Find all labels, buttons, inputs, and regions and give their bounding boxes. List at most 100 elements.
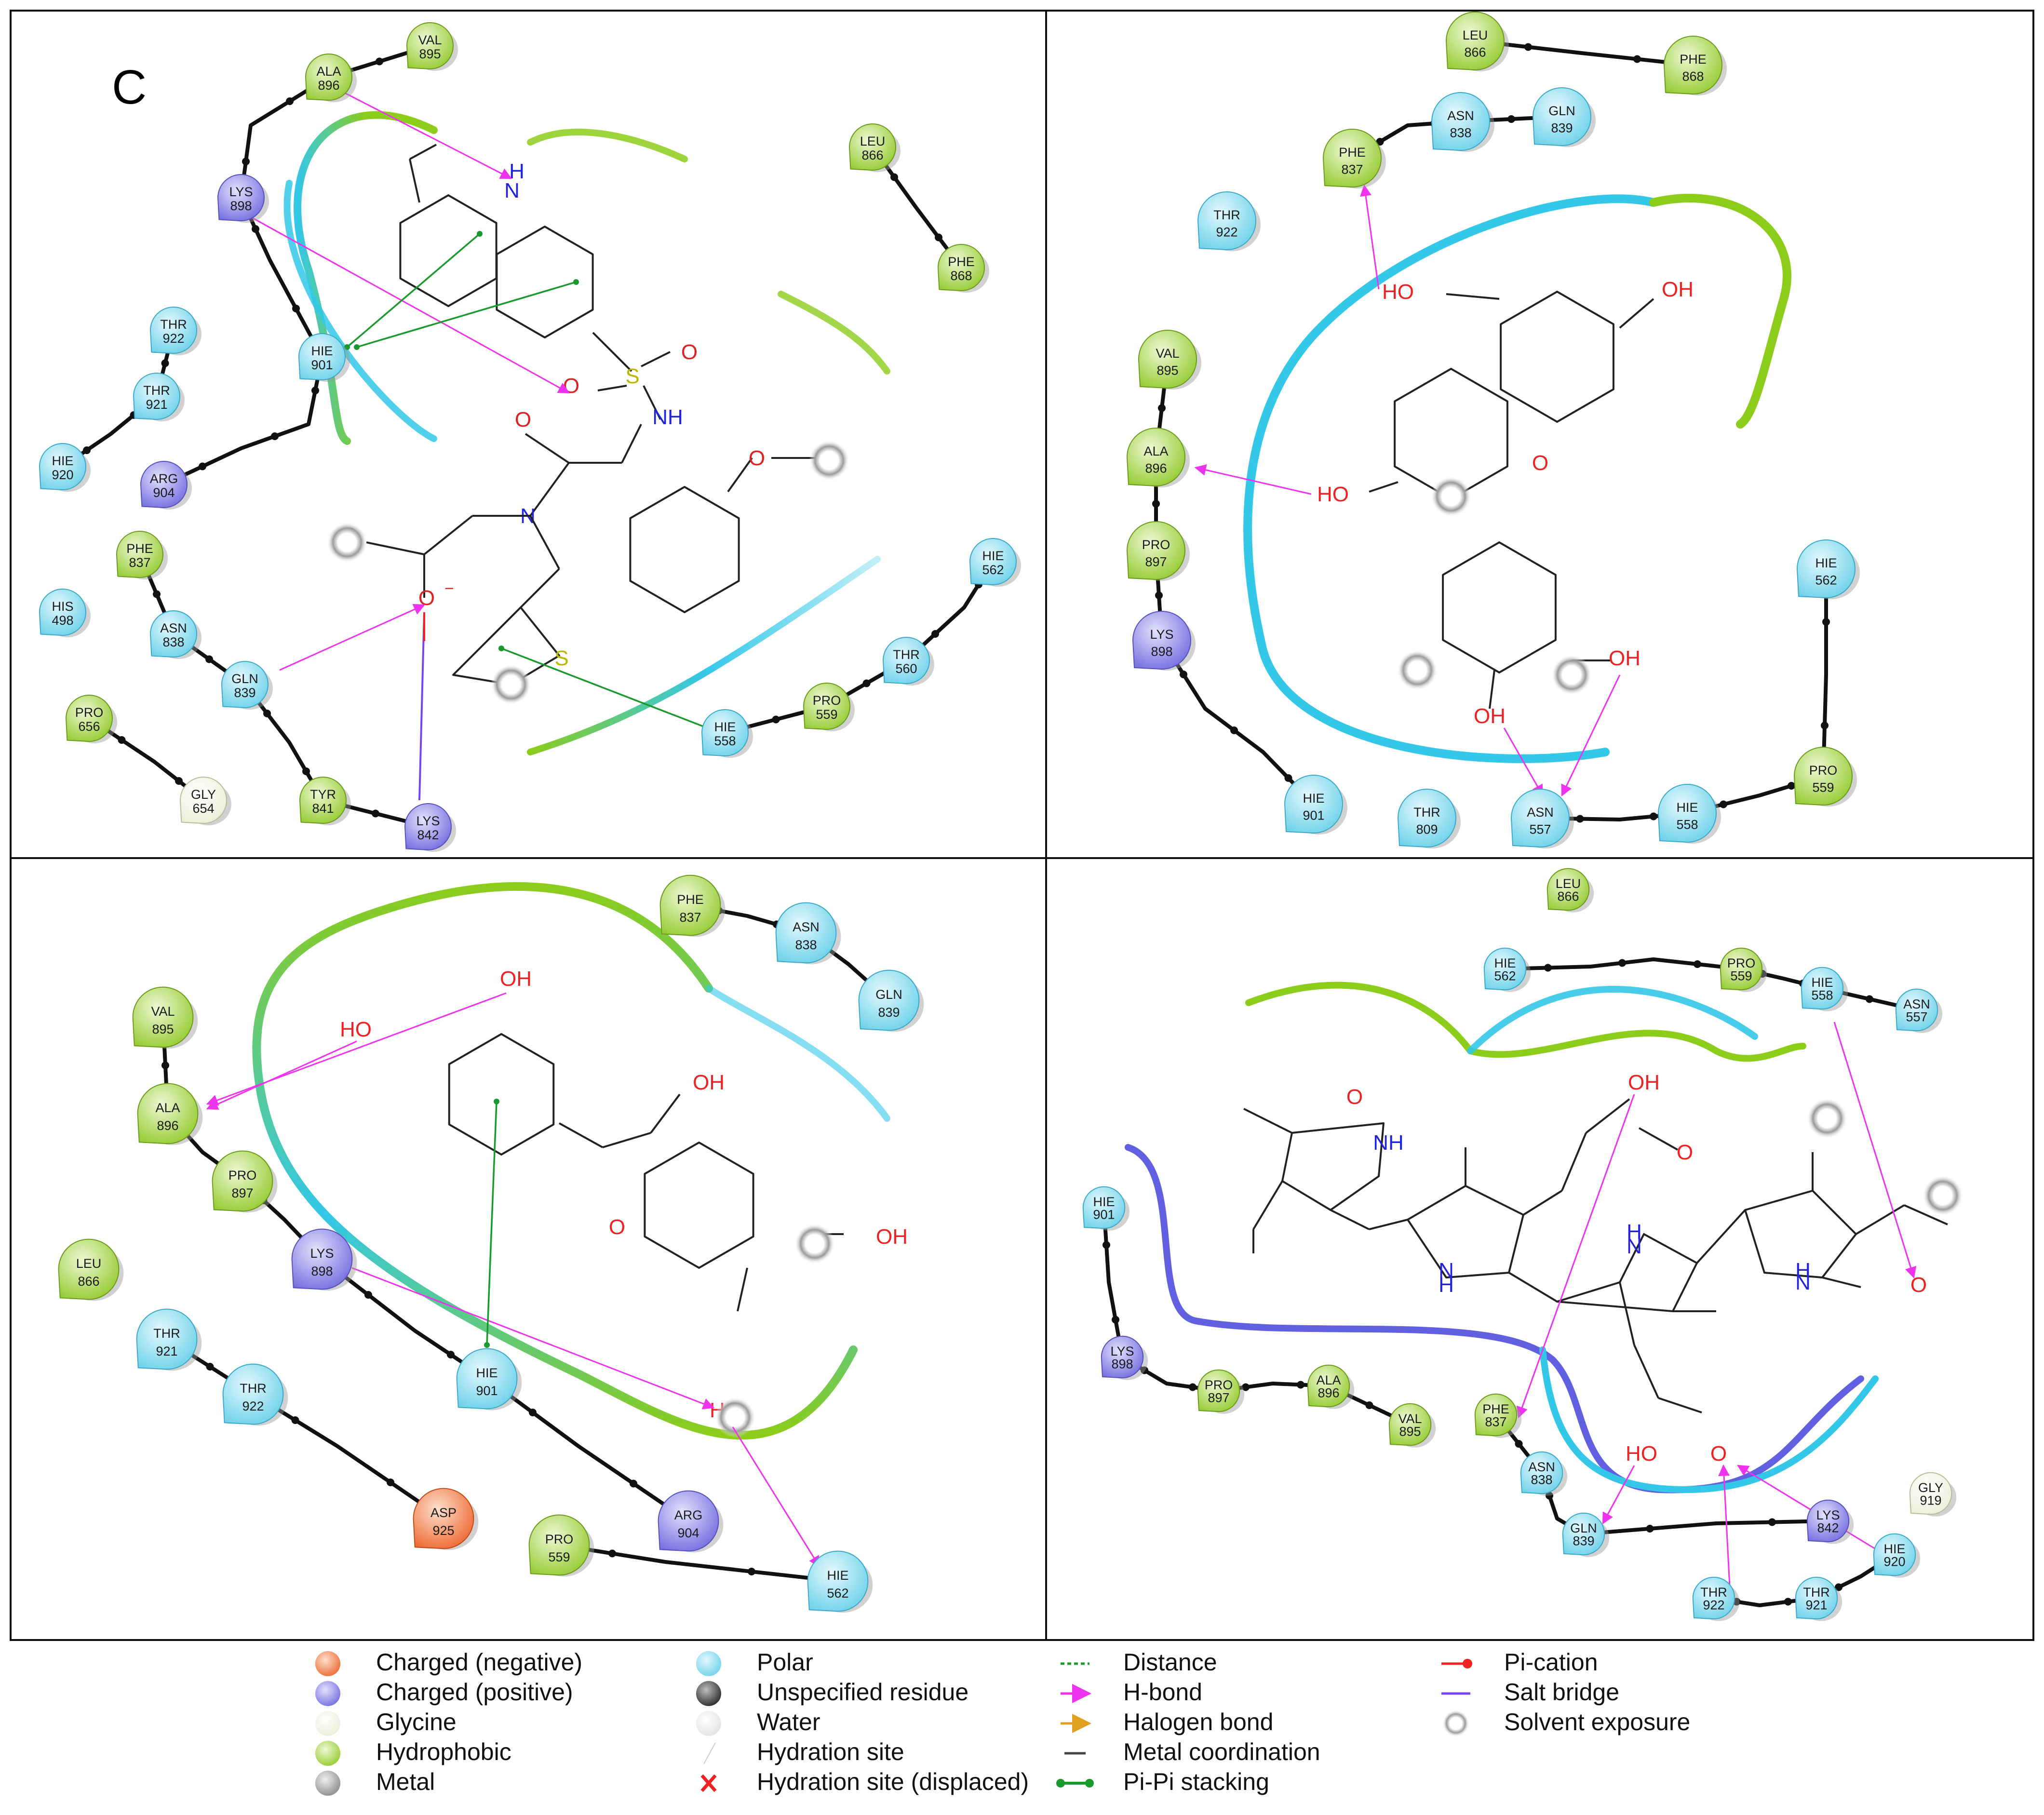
- residue-number: 897: [231, 1186, 253, 1200]
- backbone-node: [1365, 1401, 1373, 1409]
- residue-node: [1101, 1335, 1144, 1379]
- residue-name: GLN: [1570, 1521, 1597, 1535]
- panel-bottom-left: OHHOOHOOHHO: [161, 882, 908, 1583]
- backbone-node: [1650, 812, 1657, 820]
- residue-number: 838: [1450, 126, 1471, 140]
- atom-label: H: [1439, 1273, 1454, 1297]
- residue-node: [1388, 1403, 1432, 1446]
- solvent-exposure: [491, 664, 531, 705]
- residue-number: 558: [1811, 988, 1833, 1002]
- residue-node: [1322, 129, 1382, 188]
- residue-name: HIE: [311, 344, 333, 358]
- residue-number: 921: [146, 397, 167, 412]
- residue-number: 557: [1906, 1009, 1927, 1024]
- residue-node: [133, 373, 180, 420]
- atom-label: OH: [500, 967, 532, 991]
- residue-node: [221, 661, 269, 709]
- backbone-node: [271, 432, 279, 440]
- residue-node: [65, 695, 113, 742]
- backbone-node: [772, 715, 780, 724]
- bond: [1855, 1204, 1905, 1235]
- backbone-node: [263, 710, 271, 717]
- residue-number: 866: [861, 148, 883, 162]
- bond: [1522, 1190, 1563, 1216]
- legend-swatch: [1463, 1659, 1472, 1668]
- residue-node: [1445, 12, 1505, 71]
- residue-name: ASN: [1527, 805, 1554, 820]
- residue-name: ASN: [1528, 1460, 1555, 1474]
- legend-swatch: [1442, 1710, 1469, 1737]
- atom-label: O: [749, 446, 765, 470]
- backbone-node: [302, 767, 310, 775]
- backbone-node: [1155, 592, 1163, 599]
- residue-node: [1483, 947, 1527, 991]
- bond: [621, 424, 642, 463]
- residue-node: [1126, 521, 1185, 580]
- residue-name: ASN: [1447, 108, 1474, 123]
- backbone-node: [1515, 1440, 1523, 1448]
- atom-label: H: [1627, 1220, 1642, 1244]
- residue-number: 922: [1703, 1598, 1724, 1612]
- residue-node: [1793, 747, 1853, 806]
- solvent-exposure: [794, 1223, 835, 1264]
- residue-node: [882, 637, 930, 685]
- backbone-chain: [1102, 1206, 1412, 1426]
- residue-number: 837: [129, 555, 150, 570]
- bond: [559, 1122, 603, 1148]
- legend-label: Glycine: [376, 1708, 457, 1735]
- residue-name: GLN: [1548, 104, 1575, 118]
- pi-pi-dot: [477, 231, 483, 237]
- ring: [1556, 1233, 1698, 1312]
- pi-pi-dot: [494, 1099, 499, 1104]
- residue-node: [528, 1514, 590, 1576]
- h-bond-line: [732, 1426, 820, 1568]
- backbone-node: [364, 1291, 372, 1299]
- residue-number: 560: [895, 661, 917, 676]
- backbone-node: [252, 225, 259, 233]
- bond: [1619, 298, 1654, 329]
- atom-label: OH: [1662, 278, 1694, 301]
- pi-pi-dot: [573, 279, 579, 285]
- legend-label: Charged (positive): [376, 1679, 573, 1706]
- residue-name: VAL: [1398, 1412, 1422, 1426]
- residue-name: TYR: [310, 787, 336, 802]
- bond: [643, 385, 661, 420]
- solvent-exposure: [327, 522, 367, 563]
- panel-top-left: HNOSONHONOO−SO: [61, 44, 995, 829]
- residue-name: LYS: [1110, 1344, 1134, 1358]
- residue-node: [140, 461, 188, 509]
- residue-name: VAL: [1156, 346, 1179, 361]
- residue-number: 562: [1494, 968, 1516, 983]
- bond: [1822, 1277, 1861, 1288]
- residue-name: ASN: [160, 621, 187, 635]
- residue-number: 896: [1318, 1385, 1339, 1400]
- residue-number: 895: [419, 47, 441, 61]
- residue-number: 868: [1682, 69, 1704, 84]
- residue-node: [1307, 1364, 1350, 1408]
- residue-name: HIS: [52, 599, 73, 614]
- residue-node: [1663, 36, 1722, 95]
- solvent-exposure: [1431, 476, 1471, 517]
- backbone-node: [1768, 1518, 1776, 1526]
- residue-name: PRO: [1727, 956, 1756, 970]
- backbone-node: [1180, 671, 1187, 678]
- residue-number: 920: [1883, 1554, 1905, 1569]
- backbone-chain: [871, 145, 963, 269]
- residue-node: [1532, 87, 1591, 147]
